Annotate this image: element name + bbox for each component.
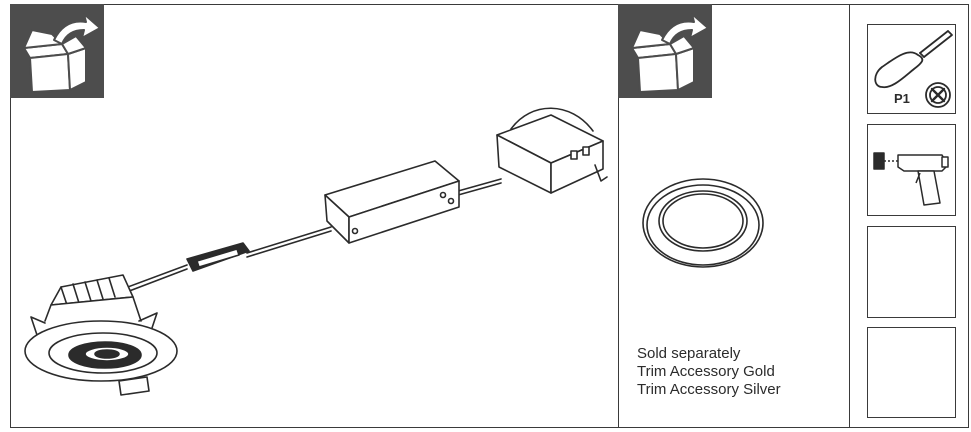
screwdriver-size-label: P1 [894, 91, 910, 106]
unbox-badge [10, 4, 104, 98]
open-box-arrow-icon [631, 13, 709, 93]
accessory-item-silver: Trim Accessory Silver [637, 381, 781, 398]
product-panel [10, 4, 619, 428]
screwdriver-icon [874, 30, 953, 108]
accessory-note: Sold separately Trim Accessory Gold Trim… [637, 345, 781, 399]
tool-box-empty-1 [867, 226, 956, 318]
sold-separately-text: Sold separately [637, 345, 741, 362]
downlight-product-drawing [24, 107, 608, 396]
trim-ring-drawing [642, 178, 764, 268]
tool-box-empty-2 [867, 327, 956, 418]
drill-icon [873, 152, 949, 206]
tool-box-screwdriver: P1 [867, 24, 956, 114]
tool-box-drill [867, 124, 956, 216]
accessory-panel [618, 4, 850, 428]
accessory-unbox-badge [618, 4, 712, 98]
accessory-item-gold: Trim Accessory Gold [637, 363, 775, 380]
open-box-arrow-icon [23, 13, 101, 93]
